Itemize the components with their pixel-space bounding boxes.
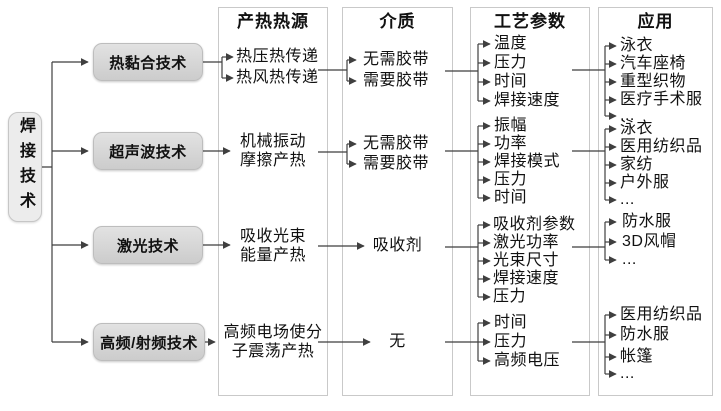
application-item: 医用纺织品	[620, 138, 703, 155]
parameter-item: 时间	[494, 189, 528, 206]
root-node-label: 焊接技术	[17, 117, 34, 217]
parameter-item: 吸收剂参数	[493, 216, 576, 233]
heat-source-item: 热压热传递	[236, 48, 319, 65]
heat-source-item: 能量产热	[239, 247, 306, 264]
application-item: 3D风帽	[622, 233, 677, 250]
application-item: ...	[620, 107, 635, 124]
technique-node-label: 热黏合技术	[109, 54, 187, 72]
application-item: 医疗手术服	[620, 91, 703, 108]
application-item: 泳衣	[620, 37, 654, 54]
parameter-item: 高频电压	[494, 352, 561, 369]
technique-node-ultrasonic: 超声波技术	[93, 132, 203, 170]
parameter-item: 振幅	[494, 117, 528, 134]
technique-node-hf-rf: 高频/射频技术	[93, 323, 205, 361]
parameter-item: 功率	[494, 135, 528, 152]
technique-node-label: 激光技术	[116, 237, 179, 255]
parameter-item: 激光功率	[493, 234, 560, 251]
heat-source-item: 子震荡产热	[231, 343, 315, 360]
application-item: 汽车座椅	[620, 55, 687, 72]
heat-source-item: 热风热传递	[236, 69, 319, 86]
column-panel-applications	[598, 7, 713, 396]
heat-source-item: 机械振动	[239, 133, 306, 150]
column-header-medium: 介质	[379, 12, 416, 31]
medium-item: 无	[389, 333, 406, 350]
application-item: 泳衣	[620, 120, 654, 137]
technique-node-thermal-bonding: 热黏合技术	[93, 43, 203, 81]
parameter-item: 压力	[493, 288, 527, 305]
application-item: 医用纺织品	[620, 306, 703, 323]
heat-source-item: 吸收光束	[239, 228, 306, 245]
application-item: ...	[620, 365, 635, 382]
parameter-item: 焊接模式	[494, 153, 561, 170]
technique-node-label: 超声波技术	[109, 143, 187, 161]
parameter-item: 焊接速度	[493, 270, 560, 287]
heat-source-item: 摩擦产热	[239, 152, 306, 169]
technique-node-laser: 激光技术	[93, 226, 203, 264]
parameter-item: 温度	[494, 35, 528, 52]
root-node: 焊接技术	[8, 112, 42, 222]
column-panel-medium	[342, 7, 453, 396]
application-item: 防水服	[622, 213, 672, 230]
application-item: 重型织物	[620, 73, 687, 90]
parameter-item: 压力	[494, 333, 528, 350]
parameter-item: 时间	[494, 314, 528, 331]
application-item: ...	[622, 251, 637, 268]
application-item: 户外服	[620, 174, 670, 191]
medium-item: 需要胶带	[363, 72, 430, 89]
technique-node-label: 高频/射频技术	[100, 334, 198, 352]
medium-item: 无需胶带	[363, 135, 430, 152]
medium-item: 吸收剂	[372, 237, 423, 254]
application-item: 家纺	[620, 156, 654, 173]
column-header-heat-source: 产热热源	[237, 12, 309, 31]
column-header-parameters: 工艺参数	[494, 12, 566, 31]
application-item: 防水服	[620, 326, 670, 343]
parameter-item: 压力	[494, 171, 528, 188]
parameter-item: 压力	[494, 54, 528, 71]
application-item: 帐篷	[620, 348, 654, 365]
column-panel-heat-source	[218, 7, 328, 396]
parameter-item: 光束尺寸	[493, 252, 560, 269]
medium-item: 需要胶带	[363, 155, 430, 172]
medium-item: 无需胶带	[363, 51, 430, 68]
heat-source-item: 高频电场使分	[223, 324, 323, 341]
column-header-applications: 应用	[637, 12, 674, 31]
application-item: ...	[620, 191, 635, 208]
parameter-item: 时间	[494, 73, 528, 90]
parameter-item: 焊接速度	[494, 92, 561, 109]
